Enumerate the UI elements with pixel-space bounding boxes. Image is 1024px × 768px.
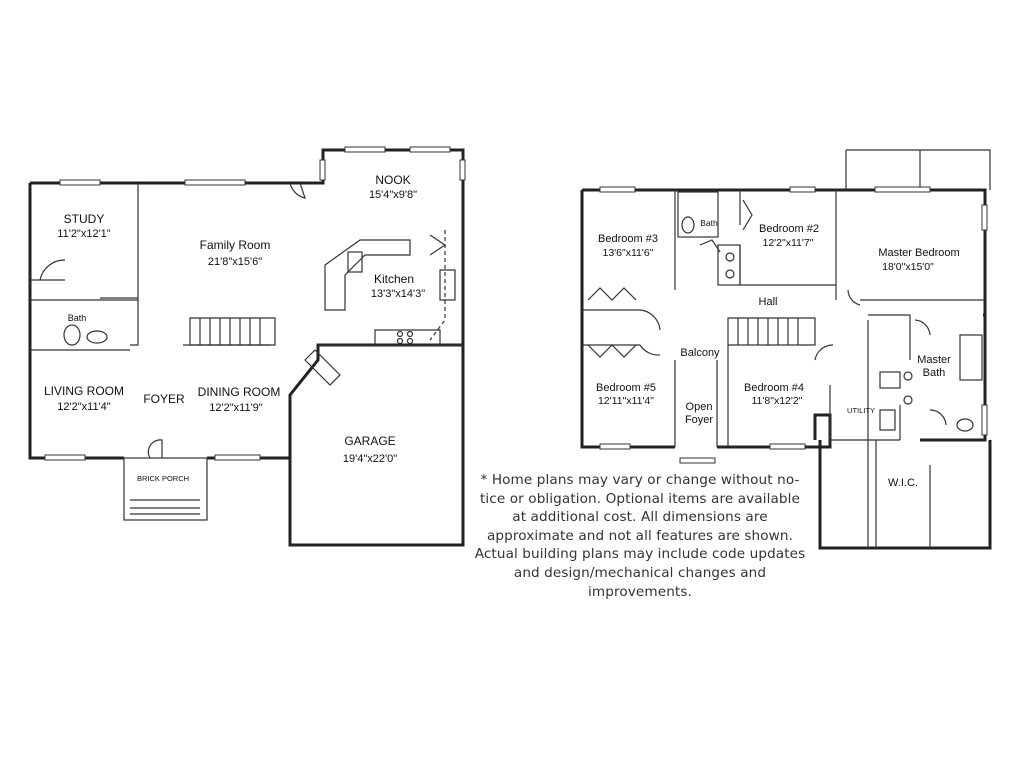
hall-label: Hall [759, 296, 778, 308]
bedroom4-label: Bedroom #4 [744, 382, 804, 394]
bedroom5-dims: 12'11"x11'4" [598, 395, 654, 407]
study-label: STUDY [64, 212, 105, 226]
foyer-label: FOYER [143, 392, 185, 406]
brick-porch-label: BRICK PORCH [137, 474, 189, 483]
brick-porch [123, 457, 208, 521]
dining-room-label: DINING ROOM [198, 385, 281, 399]
dining-room-dims: 12'2"x11'9" [209, 402, 262, 414]
kitchen-dims: 13'3"x14'3" [371, 288, 425, 300]
master-bedroom-dims: 18'0"x15'0" [882, 261, 934, 273]
nook-label: NOOK [375, 173, 410, 187]
study-dims: 11'2"x12'1" [57, 228, 110, 240]
second-floor-plan [580, 149, 992, 550]
open-foyer-label-line2: Foyer [685, 414, 713, 426]
stairs-first-floor [183, 317, 276, 346]
bedroom5-label: Bedroom #5 [596, 382, 656, 394]
family-room-dims: 21'8"x15'6" [208, 256, 262, 268]
master-bedroom-label: Master Bedroom [878, 247, 959, 259]
living-room-label: LIVING ROOM [44, 384, 124, 398]
garage-label: GARAGE [344, 434, 395, 448]
first-floor-plan [28, 146, 466, 547]
stairs-second-floor [727, 317, 816, 346]
living-room-dims: 12'2"x11'4" [57, 401, 110, 413]
bedroom2-dims: 12'2"x11'7" [763, 237, 814, 249]
master-bath-label-line2: Bath [923, 367, 946, 379]
nook-dims: 15'4"x9'8" [369, 189, 417, 201]
utility-label: UTILITY [847, 406, 875, 415]
kitchen-label: Kitchen [374, 272, 414, 286]
bedroom4-dims: 11'8"x12'2" [752, 395, 803, 407]
disclaimer-text: * Home plans may vary or change without … [474, 472, 806, 600]
open-foyer-label-line1: Open [686, 401, 713, 413]
bedroom2-label: Bedroom #2 [759, 223, 819, 235]
bedroom3-label: Bedroom #3 [598, 233, 658, 245]
first-floor-bath-label: Bath [68, 313, 87, 323]
garage-dims: 19'4"x22'0" [343, 453, 397, 465]
family-room-label: Family Room [200, 238, 271, 252]
balcony-label: Balcony [680, 347, 720, 359]
master-bath-label-line1: Master [917, 354, 951, 366]
bedroom3-dims: 13'6"x11'6" [603, 247, 654, 259]
wic-label: W.I.C. [888, 477, 918, 489]
second-floor-bath-label: Bath [700, 218, 718, 228]
